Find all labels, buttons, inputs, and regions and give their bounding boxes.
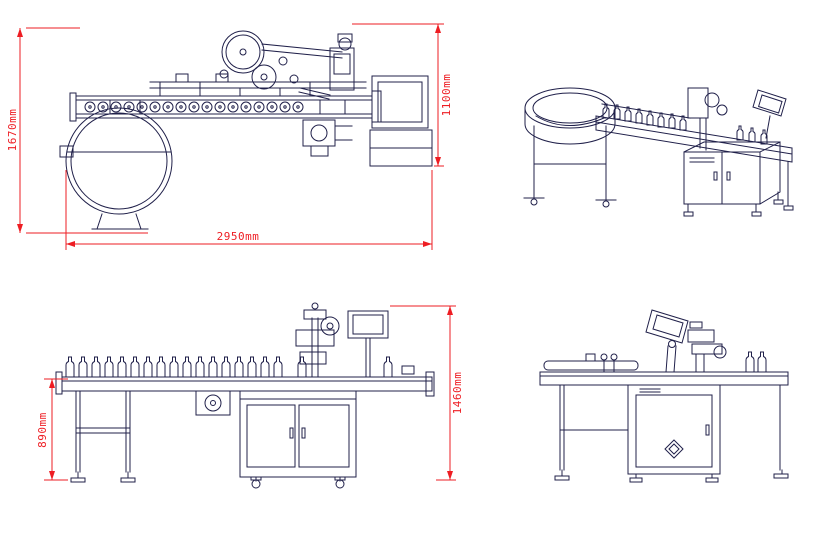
dim-front-overall-height: 1460mm	[390, 305, 464, 481]
iso-conveyor	[595, 103, 794, 211]
dim-label-overall-length: 2950mm	[217, 230, 260, 243]
dim-label-overall-height: 1460mm	[451, 372, 464, 415]
plan-conveyor	[69, 90, 382, 123]
front-bottles	[65, 356, 393, 378]
side-cabinet	[627, 384, 721, 483]
plan-bottles	[84, 101, 304, 113]
wrap-station-top	[302, 119, 353, 157]
front-cabinet	[239, 390, 357, 489]
side-bottles	[745, 351, 767, 373]
dim-label-overall-depth: 1670mm	[6, 109, 19, 152]
dim-front-conveyor-height: 890mm	[36, 378, 68, 481]
plan-view: 1670mm 1100mm 2950mm	[6, 23, 453, 250]
dim-label-conveyor-height: 890mm	[36, 412, 49, 448]
label-head-top	[219, 30, 355, 100]
dim-plan-overall-depth: 1670mm	[6, 27, 148, 234]
front-label-head	[295, 302, 340, 378]
dim-label-machine-depth: 1100mm	[440, 74, 453, 117]
dim-plan-overall-length: 2950mm	[65, 170, 433, 250]
iso-label-head	[687, 87, 728, 151]
plan-machine-body	[369, 75, 433, 167]
iso-cabinet	[683, 141, 784, 217]
side-monitor	[645, 309, 689, 373]
side-legs	[554, 384, 789, 481]
turntable-top	[59, 107, 173, 230]
front-star-unit	[195, 390, 231, 416]
dim-plan-machine-depth: 1100mm	[352, 23, 453, 167]
front-view: 890mm 1460mm	[36, 302, 464, 489]
isometric-view	[523, 87, 794, 217]
iso-bottles	[602, 103, 768, 145]
iso-monitor	[752, 89, 787, 139]
front-monitor	[347, 310, 389, 378]
front-legs	[70, 390, 136, 483]
side-view	[539, 309, 789, 483]
side-table	[539, 353, 789, 386]
plan-guide-rail	[149, 73, 367, 97]
iso-turntable	[523, 87, 617, 208]
side-label-head	[687, 321, 727, 373]
